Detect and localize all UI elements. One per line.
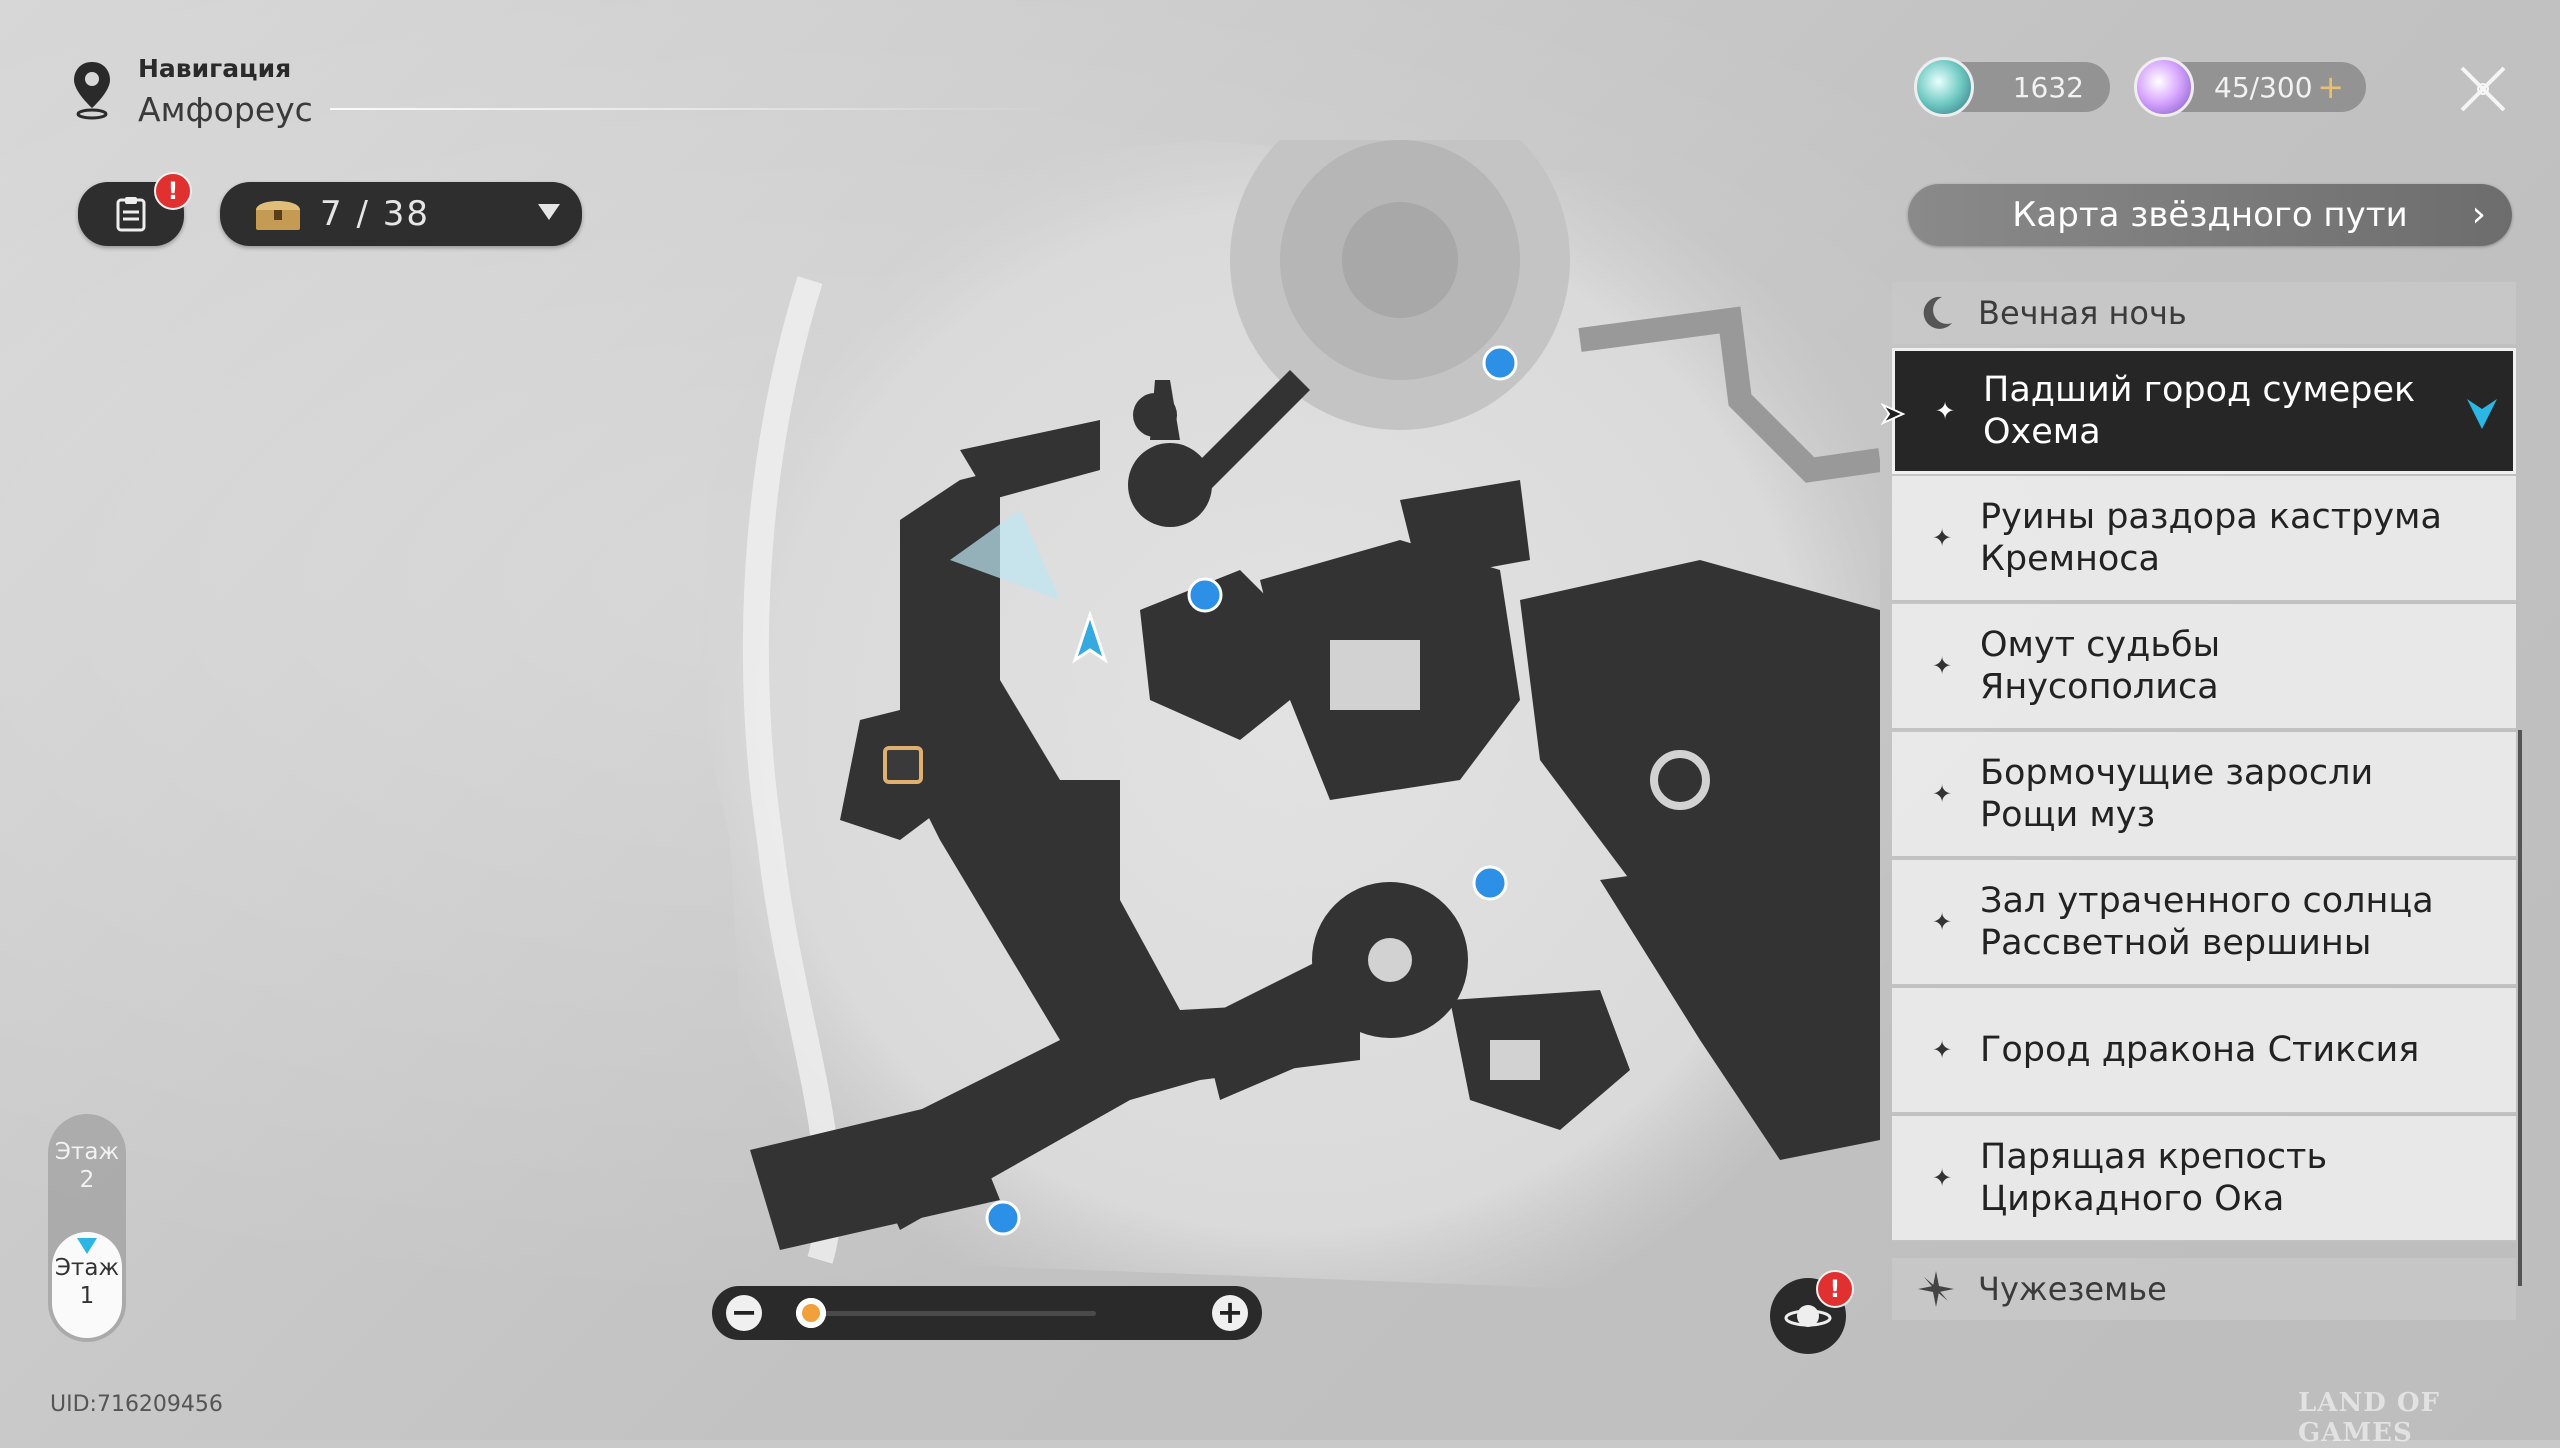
- floor-1-button[interactable]: Этаж 1: [52, 1232, 122, 1338]
- floor-2-label: Этаж 2: [54, 1139, 120, 1193]
- location-label: Город дракона Стиксия: [1980, 1030, 2420, 1070]
- chevron-down-icon: [538, 204, 560, 220]
- location-label: Парящая крепость Циркадного Ока: [1980, 1137, 2328, 1219]
- universe-map-button[interactable]: !: [1770, 1270, 1854, 1354]
- map-pin-icon: [74, 62, 110, 120]
- close-icon[interactable]: [2452, 58, 2514, 120]
- clipboard-icon: [116, 197, 146, 232]
- watermark: LAND OF GAMES: [2298, 1388, 2440, 1448]
- page-title: Навигация: [138, 54, 292, 83]
- location-label: Бормочущие заросли Рощи муз: [1980, 753, 2374, 835]
- chevron-right-icon: ›: [2471, 194, 2486, 235]
- location-item-circadian[interactable]: ✦ Парящая крепость Циркадного Ока: [1892, 1116, 2516, 1242]
- star-rail-map-label: Карта звёздного пути: [2012, 195, 2408, 235]
- treasure-chest-icon: [256, 201, 300, 230]
- region-header-label: Вечная ночь: [1978, 294, 2187, 332]
- region-header-foreign[interactable]: Чужеземье: [1892, 1258, 2516, 1320]
- location-item-styxia[interactable]: ✦ Город дракона Стиксия: [1892, 988, 2516, 1114]
- zoom-in-button[interactable]: +: [1212, 1295, 1248, 1331]
- pointer-arrow-icon: [1881, 403, 1906, 425]
- star-burst-icon: [1918, 1271, 1954, 1307]
- floor-1-label: Этаж 1: [54, 1255, 120, 1309]
- stellar-jade-counter[interactable]: 1632: [1914, 57, 2110, 117]
- crescent-moon-icon: [1923, 296, 1952, 329]
- location-item-okhema[interactable]: ✦ Падший город сумерек Охема: [1881, 348, 2516, 474]
- planet-icon: [1784, 1305, 1832, 1327]
- header-divider: [330, 108, 1070, 110]
- sparkle-icon: ✦: [1932, 780, 1953, 808]
- location-item-grove[interactable]: ✦ Бормочущие заросли Рощи муз: [1892, 732, 2516, 858]
- treasure-count: 7 / 38: [320, 194, 430, 234]
- location-label: Зал утраченного солнца Рассветной вершин…: [1980, 881, 2434, 963]
- location-label: Омут судьбы Янусополиса: [1980, 625, 2221, 707]
- location-item-dawncloud[interactable]: ✦ Зал утраченного солнца Рассветной верш…: [1892, 860, 2516, 986]
- sparkle-icon: ✦: [1935, 397, 1956, 425]
- location-label: Руины раздора каструма Кремноса: [1980, 497, 2442, 579]
- current-floor-marker-icon: [77, 1238, 97, 1254]
- trailblaze-power-icon: [2134, 57, 2194, 117]
- sparkle-icon: ✦: [1932, 908, 1953, 936]
- region-header-label: Чужеземье: [1978, 1270, 2167, 1308]
- notification-badge: !: [1816, 1270, 1854, 1308]
- sparkle-icon: ✦: [1932, 1036, 1953, 1064]
- zoom-track[interactable]: [796, 1311, 1096, 1316]
- region-header-eternal-night[interactable]: Вечная ночь: [1892, 282, 2516, 344]
- map-canvas[interactable]: [700, 140, 1880, 1300]
- sparkle-icon: ✦: [1932, 652, 1953, 680]
- trailblaze-power-counter[interactable]: 45/300 +: [2134, 57, 2366, 117]
- star-rail-map-button[interactable]: Карта звёздного пути ›: [1908, 184, 2512, 246]
- current-location-marker-icon: [2467, 399, 2497, 429]
- sparkle-icon: ✦: [1932, 524, 1953, 552]
- trailblaze-power-value: 45/300: [2214, 70, 2313, 104]
- zoom-slider-handle[interactable]: [796, 1298, 826, 1328]
- stellar-jade-icon: [1914, 57, 1974, 117]
- zoom-out-button[interactable]: −: [726, 1295, 762, 1331]
- add-power-button[interactable]: +: [2317, 68, 2344, 106]
- floor-2-button[interactable]: Этаж 2: [48, 1138, 126, 1194]
- stellar-jade-value: 1632: [2012, 70, 2084, 104]
- mission-log-button[interactable]: !: [78, 172, 192, 246]
- sparkle-icon: ✦: [1932, 1164, 1953, 1192]
- location-item-kremnos[interactable]: ✦ Руины раздора каструма Кремноса: [1892, 476, 2516, 602]
- location-label: Падший город сумерек Охема: [1983, 370, 2416, 452]
- floor-selector[interactable]: Этаж 2 Этаж 1: [48, 1114, 126, 1342]
- current-world-label: Амфореус: [138, 90, 313, 129]
- zoom-control[interactable]: − +: [712, 1286, 1262, 1340]
- notification-badge: !: [154, 172, 192, 210]
- scrollbar[interactable]: [2518, 730, 2522, 1286]
- location-list-panel[interactable]: Вечная ночь ✦ Падший город сумерек Охема…: [1881, 282, 2522, 1358]
- player-uid: UID:716209456: [50, 1392, 223, 1417]
- location-item-janusopolis[interactable]: ✦ Омут судьбы Янусополиса: [1892, 604, 2516, 730]
- treasure-filter-dropdown[interactable]: 7 / 38: [220, 182, 582, 246]
